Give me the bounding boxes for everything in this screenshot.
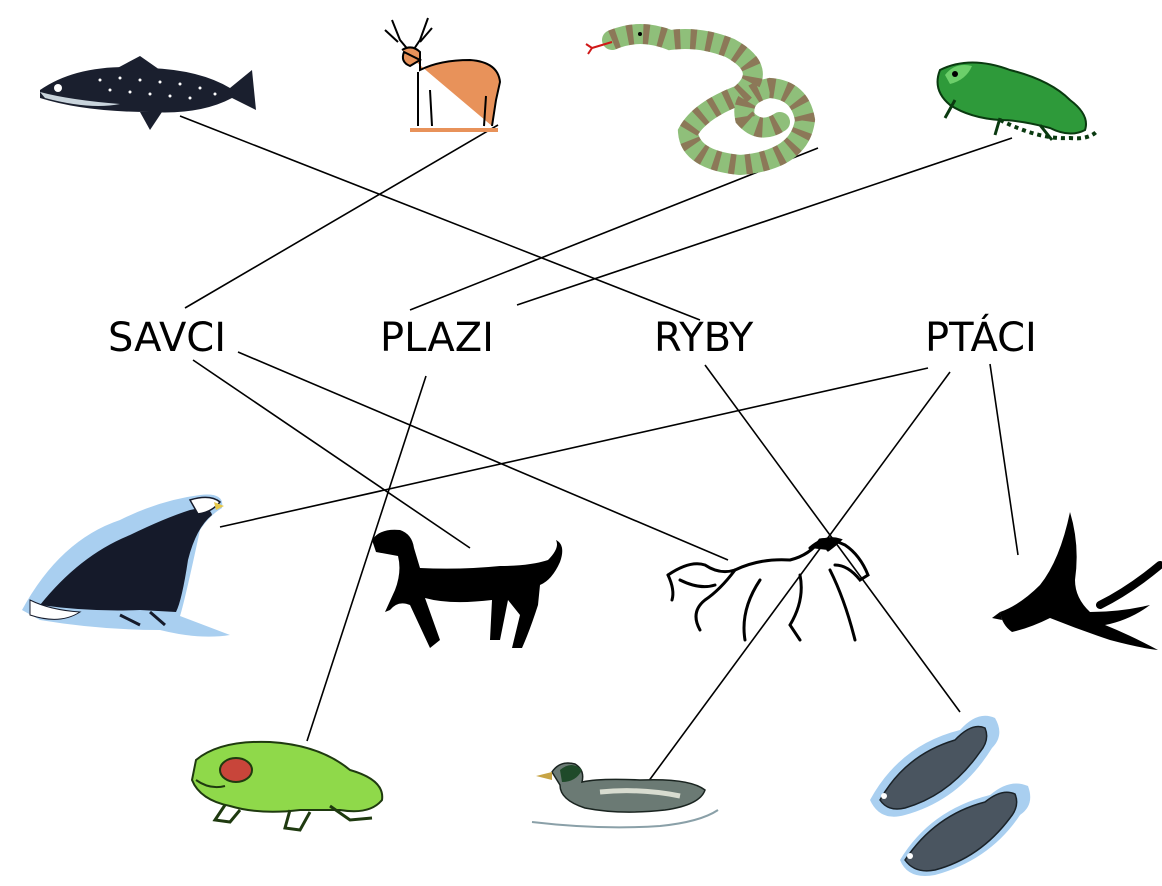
line-ptaci-eagle: [219, 367, 929, 528]
trout-icon: [40, 56, 256, 130]
line-trout-ryby: [179, 115, 701, 321]
eagle-icon: [22, 494, 230, 637]
category-label-savci: SAVCI: [108, 315, 227, 361]
frog-icon: [190, 740, 384, 832]
deer-icon: [384, 17, 502, 132]
line-deer-savci: [184, 124, 499, 309]
line-savci-dog: [192, 359, 471, 549]
line-plazi-frog: [306, 375, 427, 742]
fishes-icon: [870, 715, 1031, 876]
line-ptaci-swallow: [989, 363, 1019, 556]
connector-lines: [179, 115, 1019, 783]
line-snake-plazi: [409, 147, 819, 311]
lizard-icon: [936, 61, 1100, 141]
duck-icon: [531, 762, 719, 829]
snake-icon: [585, 24, 816, 176]
horse-icon: [666, 537, 870, 642]
line-savci-horse: [237, 351, 729, 561]
category-label-ryby: RYBY: [654, 315, 754, 361]
dog-icon: [372, 529, 563, 648]
line-lizard-plazi: [516, 137, 1013, 306]
category-label-ptaci: PTÁCI: [925, 315, 1037, 361]
category-label-plazi: PLAZI: [380, 315, 494, 361]
swallow-icon: [992, 512, 1162, 650]
